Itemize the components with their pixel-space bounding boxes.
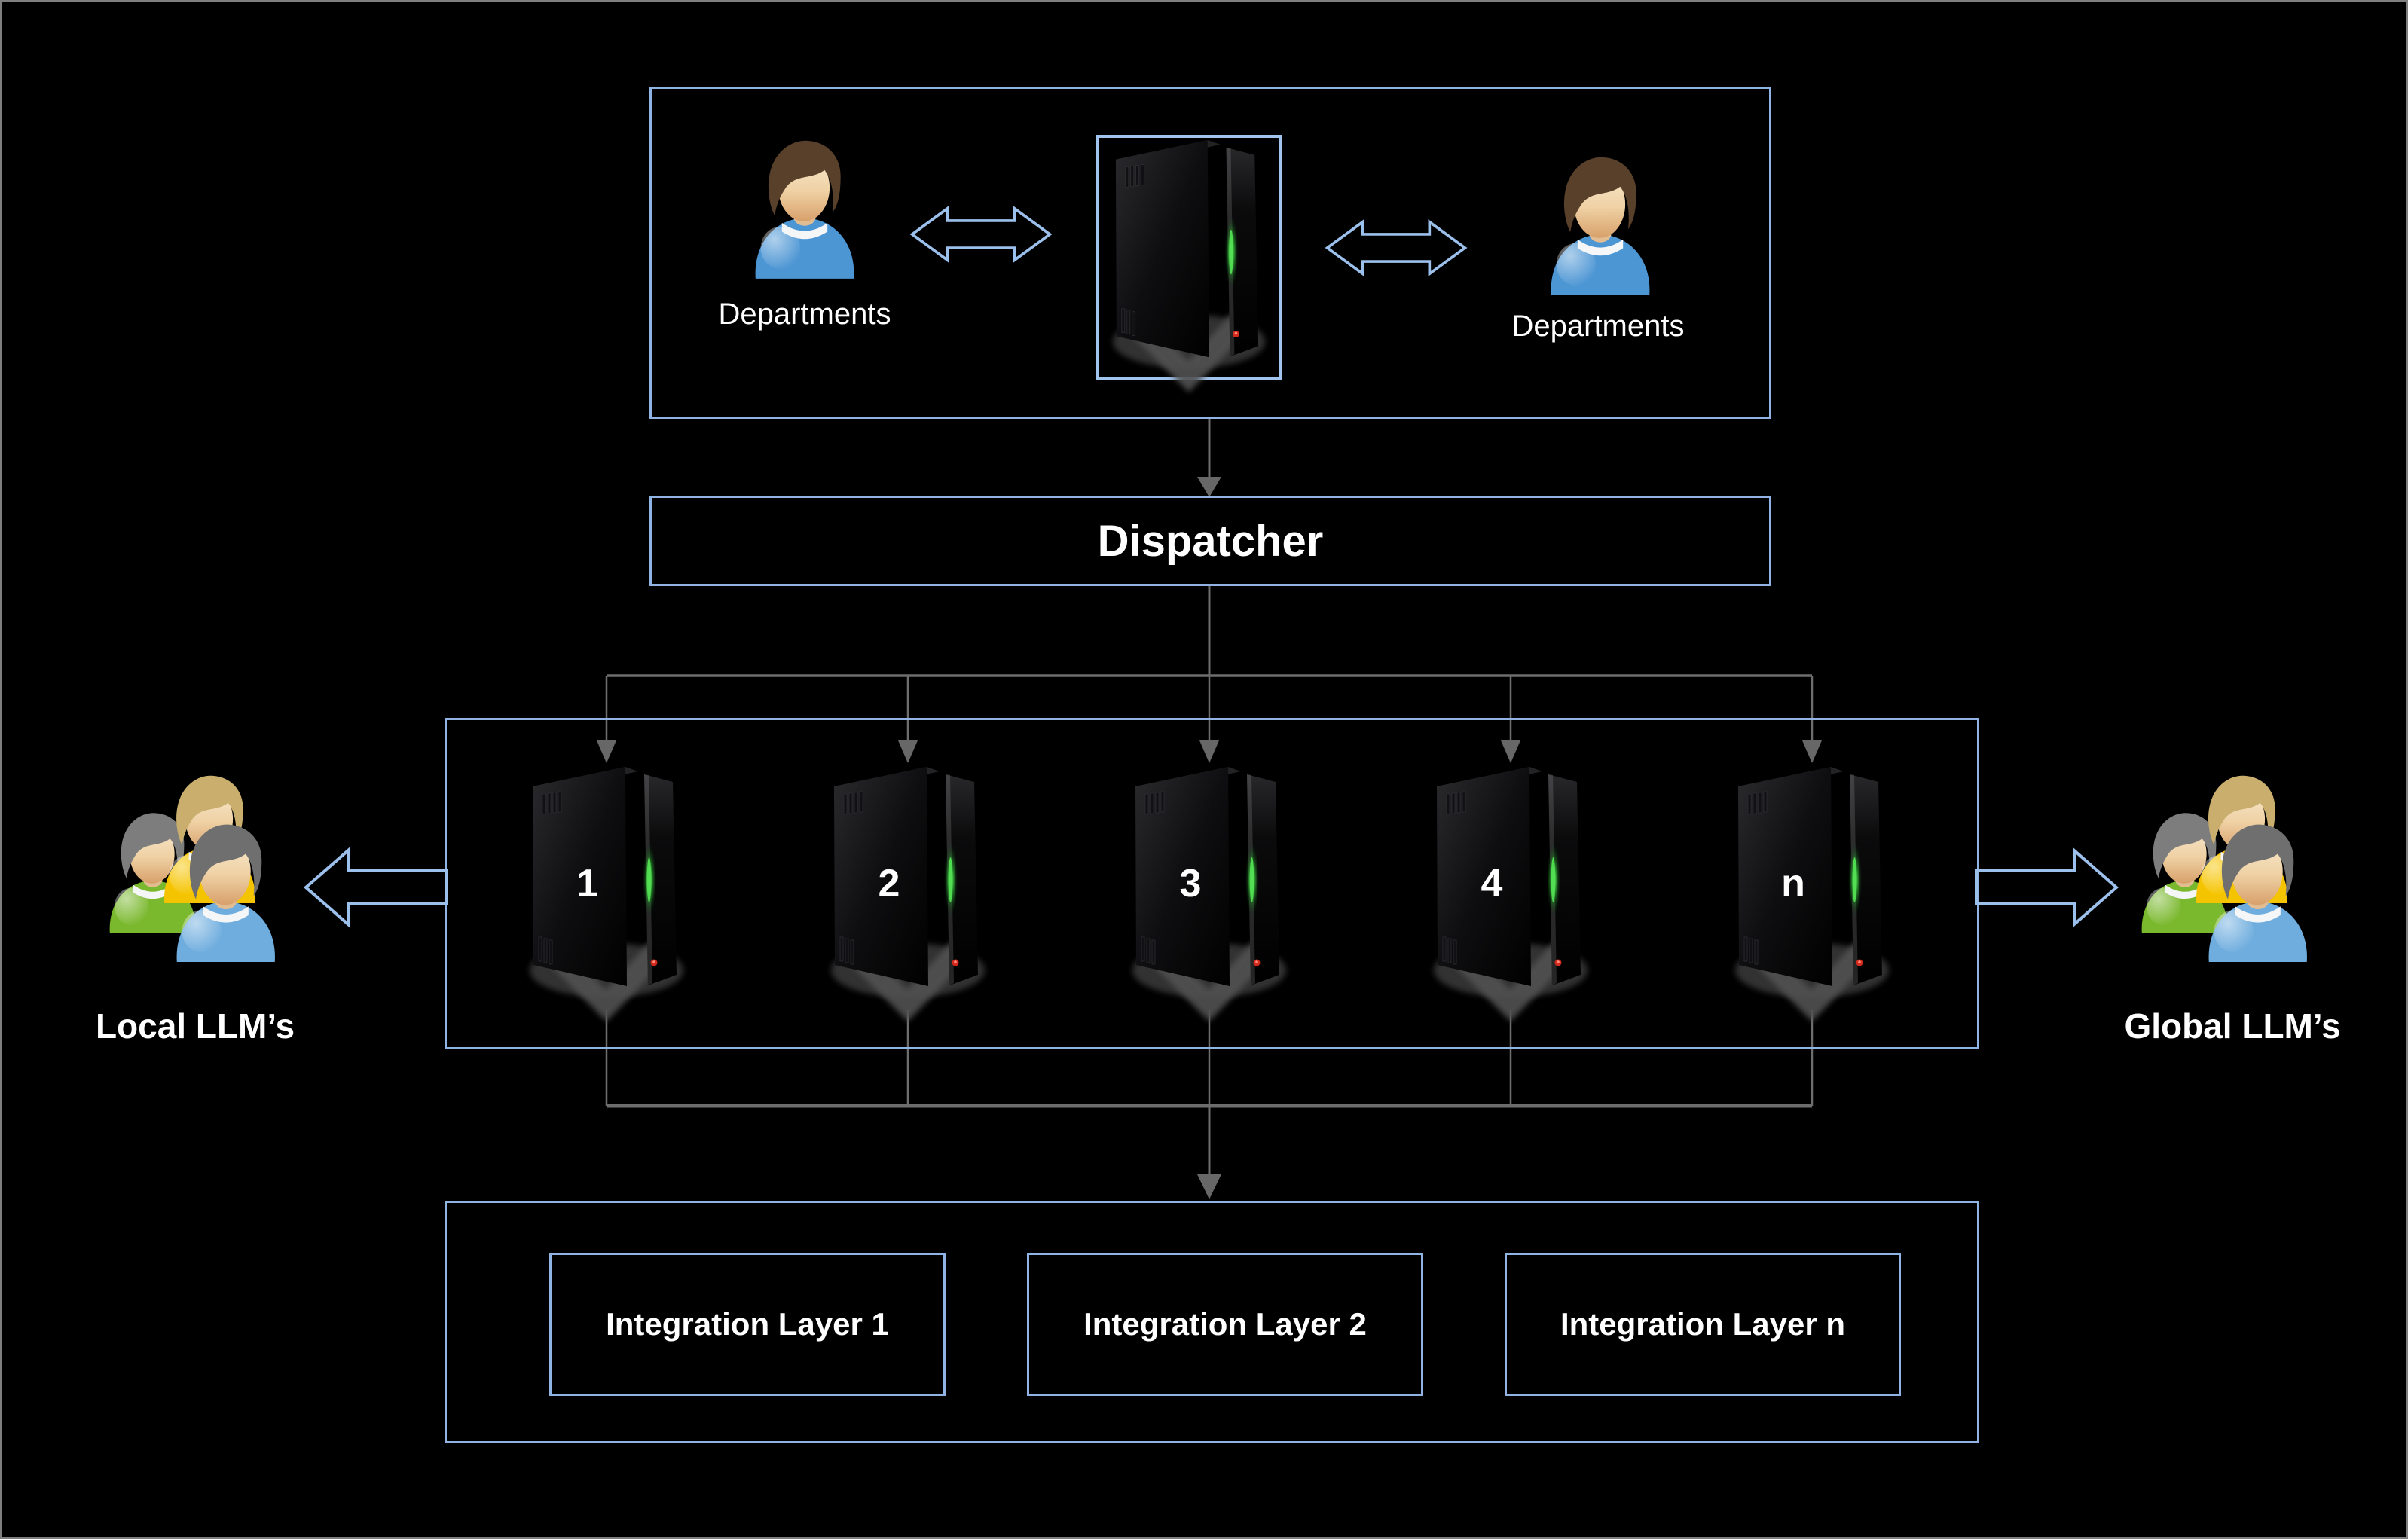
person-icon xyxy=(1551,157,1650,295)
integration-layer-1-label: Integration Layer 1 xyxy=(606,1306,889,1342)
integration-layer-2-label: Integration Layer 2 xyxy=(1083,1306,1367,1342)
server-label-n: n xyxy=(1781,862,1805,905)
server-label-3: 3 xyxy=(1179,862,1202,905)
server-icon xyxy=(1099,139,1279,377)
integration-layer-n-box: Integration Layer n xyxy=(1505,1253,1901,1396)
double-arrow-left-icon xyxy=(910,206,1052,262)
integration-layer-n-label: Integration Layer n xyxy=(1560,1306,1846,1342)
integration-layer-2-box: Integration Layer 2 xyxy=(1027,1253,1423,1396)
double-arrow-right-icon xyxy=(1325,220,1467,276)
server-label-1: 1 xyxy=(576,862,599,905)
server-label-4: 4 xyxy=(1481,862,1503,905)
departments-left-label: Departments xyxy=(718,298,891,331)
user-group-icon xyxy=(2141,775,2307,962)
dispatcher-label: Dispatcher xyxy=(1097,516,1324,566)
departments-right-label: Departments xyxy=(1511,310,1685,343)
departments-box xyxy=(649,87,1771,419)
arrow-right-icon xyxy=(1975,849,2118,926)
person-icon xyxy=(755,140,854,279)
integration-layer-1-box: Integration Layer 1 xyxy=(549,1253,946,1396)
arrow-left-icon xyxy=(304,849,448,926)
local-llms-label: Local LLM’s xyxy=(95,1006,295,1046)
user-group-icon xyxy=(109,775,275,962)
integration-outer-box xyxy=(445,1201,1979,1443)
server-label-2: 2 xyxy=(878,862,900,905)
global-llms-label: Global LLM’s xyxy=(2124,1006,2341,1046)
dispatcher-box: Dispatcher xyxy=(649,496,1771,586)
arrowheads xyxy=(597,477,1822,1199)
